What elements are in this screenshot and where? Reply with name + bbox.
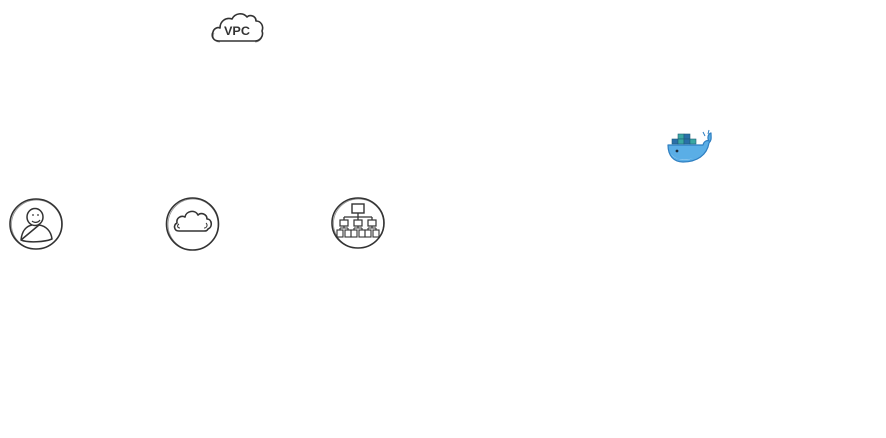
vpc-label: VPC: [224, 24, 250, 38]
vpc-cloud-icon: VPC: [209, 10, 265, 46]
docker-whale-icon: [665, 128, 713, 166]
cloud-icon: [164, 196, 221, 252]
network-hierarchy-icon: [330, 196, 386, 250]
user-icon: [8, 197, 64, 251]
